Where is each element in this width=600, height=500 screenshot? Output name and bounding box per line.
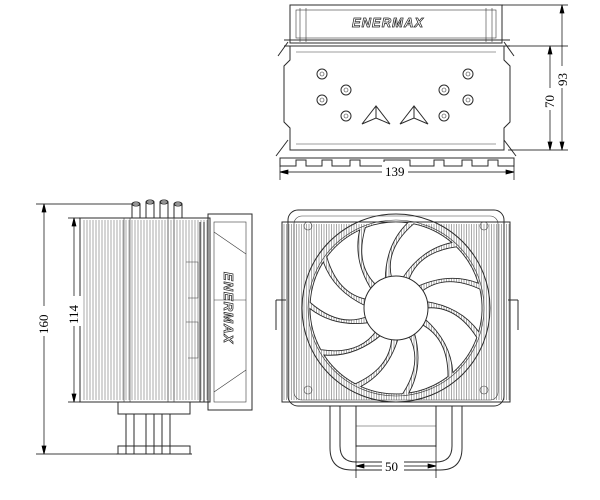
front-view: 50 — [275, 209, 519, 478]
angled-clips — [275, 41, 517, 157]
side-fin-outline — [79, 217, 211, 403]
side-fan-clip — [199, 222, 205, 402]
dim-label-160: 160 — [36, 315, 51, 335]
fan-blade — [420, 281, 483, 333]
dim-label-bg-160 — [35, 306, 51, 336]
fan-blade — [407, 323, 449, 394]
front-fan-frame-inner — [293, 215, 499, 401]
fan-blade — [323, 333, 393, 385]
fan-shroud — [301, 213, 491, 403]
front-heatpipe-inner — [339, 406, 453, 463]
dim-arrows-160 — [41, 203, 47, 455]
dim-label-bg-114 — [65, 296, 81, 326]
top-view: ENERMAX 139 70 — [275, 4, 570, 180]
dim-arrows-50 — [355, 463, 437, 469]
fan-blade — [326, 229, 373, 301]
dim-label-70: 70 — [542, 95, 557, 108]
side-fan-inner — [213, 221, 247, 403]
side-base-pipes — [125, 414, 171, 454]
top-frame-inner — [295, 9, 497, 39]
side-base-plate — [117, 401, 191, 415]
dim-arrows-114 — [71, 217, 77, 403]
dim-ext-lines-right — [502, 4, 568, 151]
side-fin-stack — [83, 220, 208, 400]
dim-label-bg-139 — [382, 162, 408, 178]
fan-blade — [423, 307, 478, 374]
pyramid-left — [361, 105, 391, 125]
fan-blade — [361, 221, 409, 286]
front-side-clips — [275, 299, 519, 330]
side-heatpipes — [123, 218, 175, 402]
fan-blade — [389, 223, 453, 280]
fan-screw-bl — [303, 385, 313, 395]
brand-logo-top: ENERMAX — [352, 15, 424, 30]
fan-screw-br — [479, 385, 489, 395]
fan-screw-tl — [303, 221, 313, 231]
fan-hub — [363, 275, 429, 341]
fan-blade — [407, 246, 479, 288]
heatsink-body-top — [283, 46, 511, 151]
side-fan-frame — [207, 213, 253, 411]
fan-blades — [309, 221, 483, 395]
dim-label-139: 139 — [385, 164, 405, 179]
dim-label-50: 50 — [385, 459, 398, 474]
fin-base-top — [279, 157, 515, 167]
dim-label-93: 93 — [555, 73, 570, 86]
dim-label-bg-93 — [554, 66, 570, 88]
dim-label-bg-70 — [541, 88, 557, 110]
dim-arrows-70-93 — [547, 4, 565, 151]
side-heatpipe-caps — [131, 199, 183, 219]
dim-label-bg-50 — [382, 457, 404, 473]
top-frame — [289, 4, 503, 44]
fan-blade — [359, 334, 416, 395]
fan-shroud-inner — [307, 219, 485, 397]
fan-blade — [309, 260, 368, 321]
dim-arrows-139 — [279, 169, 515, 175]
fan-screw-tr — [479, 221, 489, 231]
fan-clips — [299, 8, 493, 42]
side-clip-loops — [186, 261, 199, 359]
heatsink-inner-lines — [296, 51, 496, 145]
side-fan-struts — [213, 231, 247, 393]
top-bars — [284, 39, 510, 47]
pyramid-right — [399, 105, 429, 125]
dim-label-114: 114 — [66, 304, 81, 324]
heatpipe-ends — [316, 68, 474, 122]
brand-logo-side: ENERMAX — [221, 272, 236, 344]
side-view: ENERMAX 160 114 — [35, 199, 253, 455]
fan-blade — [309, 307, 377, 352]
